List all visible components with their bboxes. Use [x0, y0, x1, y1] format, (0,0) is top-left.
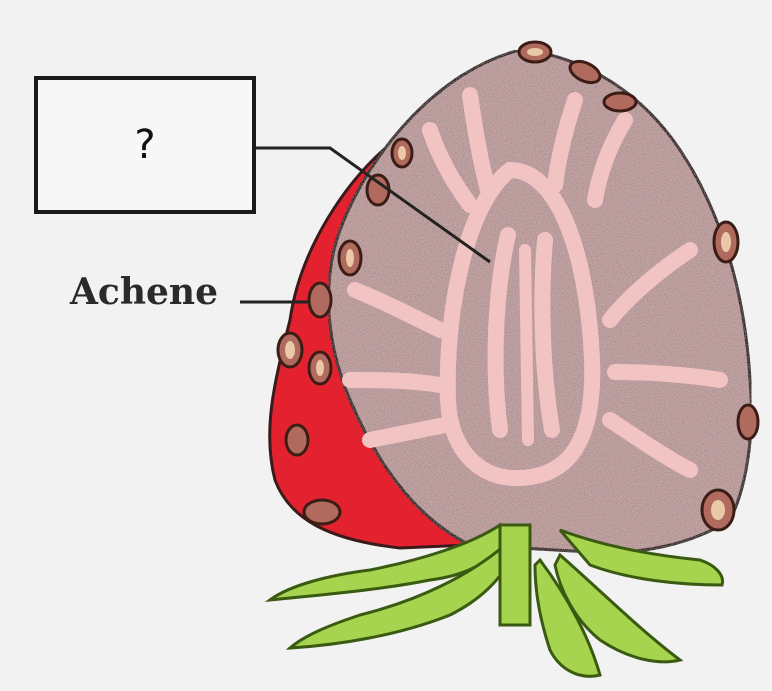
- achene: [738, 405, 758, 439]
- achene: [604, 93, 636, 111]
- unknown-label-box: ?: [34, 76, 256, 214]
- achene: [286, 425, 308, 455]
- achene: [304, 500, 340, 524]
- achene: [309, 283, 331, 317]
- achene: [367, 175, 389, 205]
- achene-label: Achene: [70, 271, 218, 313]
- unknown-label: ?: [134, 122, 155, 168]
